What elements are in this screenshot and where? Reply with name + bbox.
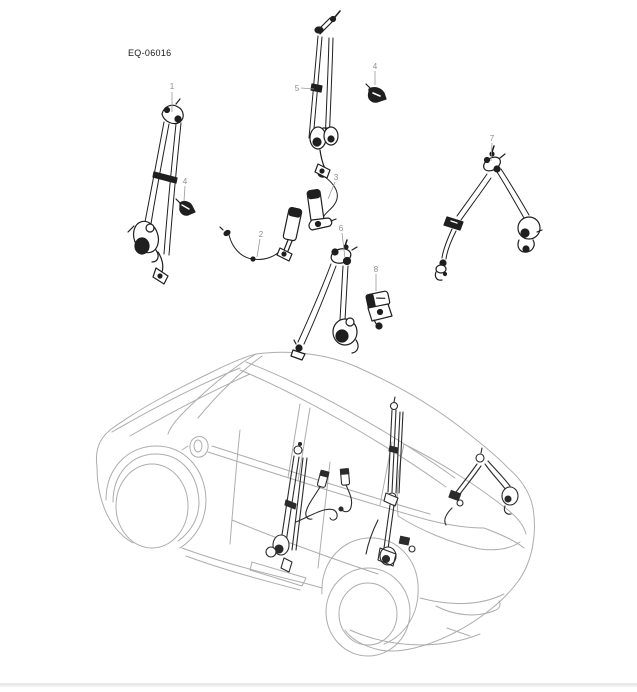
- vehicle-outline: [95, 351, 535, 657]
- side-mirror: [189, 436, 209, 458]
- part-2-buckle-cable: [219, 207, 303, 262]
- callout-4-right[interactable]: 4: [373, 62, 378, 71]
- callout-4-left[interactable]: 4: [183, 177, 188, 186]
- part-5-center-seat-belt: [308, 10, 341, 179]
- callout-1[interactable]: 1: [170, 82, 175, 91]
- bottom-divider: [0, 683, 637, 685]
- vehicle-hood-roof: [95, 351, 509, 469]
- rear-wheel: [325, 567, 411, 657]
- callout-2[interactable]: 2: [259, 230, 264, 239]
- callout-7[interactable]: 7: [490, 134, 495, 143]
- bottom-strip: [0, 684, 637, 687]
- leader-6: [341, 232, 346, 259]
- callout-8[interactable]: 8: [374, 265, 379, 274]
- installed-right-rear-belt: [444, 447, 519, 526]
- callout-3[interactable]: 3: [334, 173, 339, 182]
- leader-2: [256, 238, 261, 258]
- leader-5: [300, 87, 315, 90]
- leader-7: [490, 142, 493, 162]
- diagram-code: EQ-06016: [128, 48, 171, 58]
- part-7-rear-right-seat-belt: [434, 145, 543, 281]
- installed-seat-belts: [265, 396, 519, 573]
- vehicle-rear: [344, 467, 535, 652]
- callout-6[interactable]: 6: [339, 224, 344, 233]
- part-4-anchor-left: [175, 198, 196, 216]
- installed-rear-left-belt: [365, 504, 416, 567]
- callout-5[interactable]: 5: [295, 84, 300, 93]
- part-6-rear-seat-belt: [290, 239, 359, 361]
- vehicle-front-lower: [96, 466, 134, 544]
- exploded-parts: [127, 10, 543, 361]
- part-1-front-seat-belt: [127, 98, 184, 285]
- leader-4-left: [183, 185, 186, 202]
- installed-front-left-belt: [265, 441, 338, 573]
- part-4-anchor-right: [365, 83, 387, 103]
- part-3-buckle-cable: [306, 166, 338, 231]
- front-wheel: [115, 463, 189, 549]
- installed-center-buckles: [305, 468, 353, 520]
- part-8-rear-buckle: [365, 290, 393, 330]
- leader-3: [327, 181, 336, 200]
- callout-leader-lines: [171, 71, 493, 291]
- installed-center-rear-belt: [383, 396, 404, 507]
- callout-labels: 1 4 5 4 3 2 6 7 8: [170, 62, 495, 274]
